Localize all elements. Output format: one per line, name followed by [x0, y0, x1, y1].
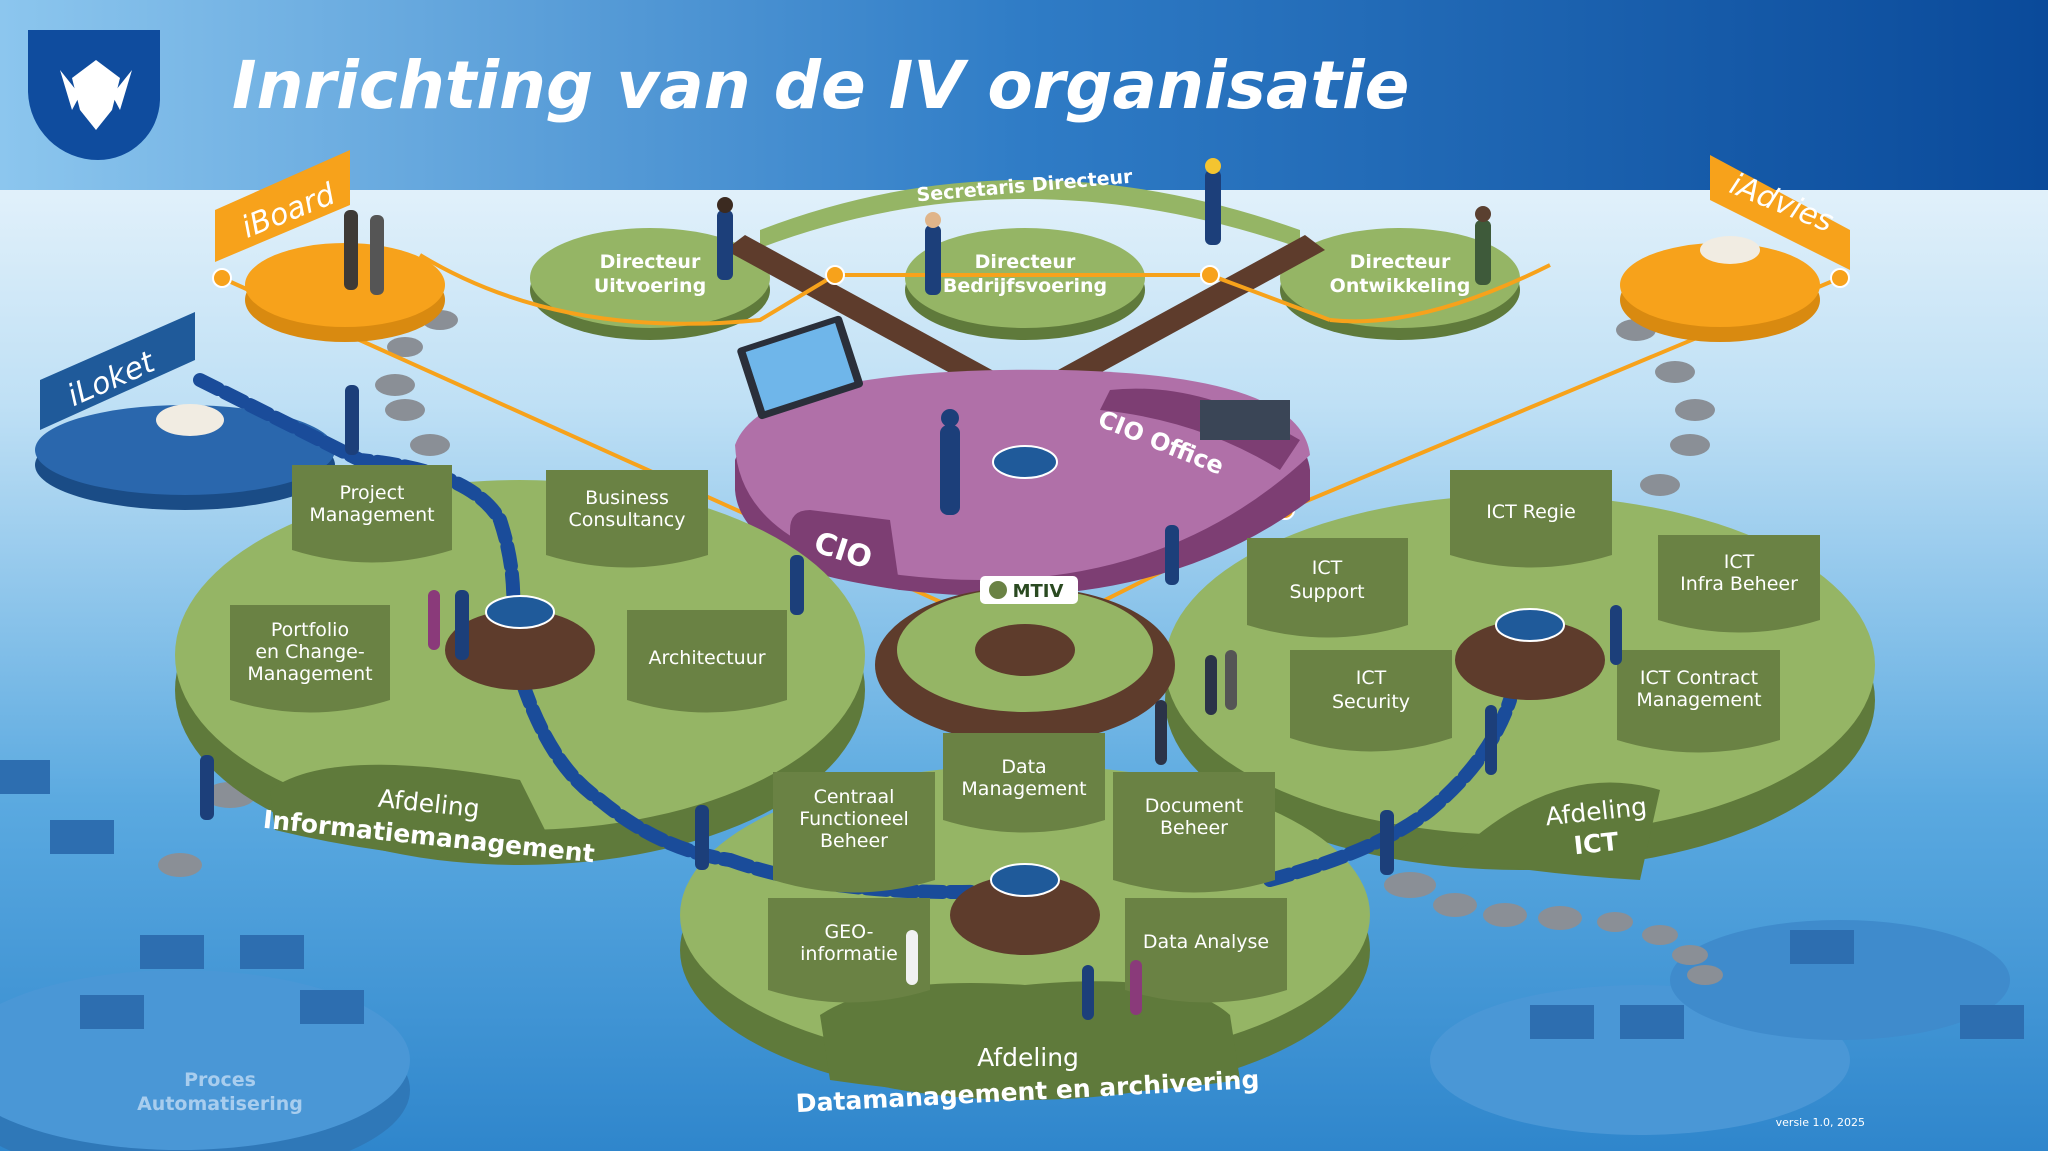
svg-text:Bedrijfsvoering: Bedrijfsvoering [943, 275, 1107, 297]
svg-text:ICT: ICT [1356, 667, 1387, 689]
unit-document-beheer: Document Beheer [1113, 772, 1275, 893]
svg-text:Consultancy: Consultancy [569, 509, 686, 531]
ict-units: ICT Regie ICT Support ICT Infra Beheer I… [1247, 470, 1820, 753]
unit-ict-support: ICT Support [1247, 538, 1408, 638]
svg-text:Support: Support [1289, 581, 1364, 603]
unit-ict-regie: ICT Regie [1450, 470, 1612, 568]
svg-text:en Change-: en Change- [255, 641, 364, 663]
svg-text:Management: Management [247, 663, 372, 685]
svg-text:Functioneel: Functioneel [799, 808, 908, 830]
svg-text:Management: Management [961, 778, 1086, 800]
svg-text:Security: Security [1332, 691, 1410, 713]
meeting-tables [156, 236, 1760, 955]
svg-text:Automatisering: Automatisering [137, 1093, 303, 1115]
svg-text:Proces: Proces [184, 1069, 256, 1091]
unit-geo-informatie: GEO- informatie [768, 898, 930, 1003]
svg-text:Beheer: Beheer [1160, 817, 1228, 839]
iadvies-platform [1620, 155, 1850, 342]
iloket-platform [35, 312, 335, 510]
people-figures [200, 158, 1622, 1020]
mtiv-center [875, 576, 1175, 743]
unit-centraal-functioneel-beheer: Centraal Functioneel Beheer [773, 772, 935, 893]
svg-text:Directeur: Directeur [600, 251, 701, 273]
background-islands [0, 760, 2024, 1151]
svg-text:Uitvoering: Uitvoering [594, 275, 706, 297]
unit-ict-infra-beheer: ICT Infra Beheer [1658, 535, 1820, 633]
proces-automatisering-label: Proces Automatisering [137, 1069, 303, 1115]
svg-text:Management: Management [1636, 689, 1761, 711]
svg-text:Management: Management [309, 504, 434, 526]
svg-text:informatie: informatie [800, 943, 898, 965]
unit-ict-security: ICT Security [1290, 650, 1452, 752]
page-title: Inrichting van de IV organisatie [232, 47, 1409, 124]
director-ontwikkeling: Directeur Ontwikkeling [1330, 251, 1471, 297]
unit-data-management: Data Management [943, 733, 1105, 833]
unit-data-analyse: Data Analyse [1125, 898, 1287, 1003]
svg-text:Afdeling: Afdeling [977, 1043, 1079, 1072]
im-units: Project Management Business Consultancy … [230, 465, 787, 713]
svg-text:ICT Regie: ICT Regie [1486, 501, 1576, 523]
svg-text:GEO-: GEO- [824, 921, 873, 943]
svg-text:ICT: ICT [1724, 551, 1755, 573]
svg-text:Portfolio: Portfolio [271, 619, 349, 641]
svg-text:Ontwikkeling: Ontwikkeling [1330, 275, 1471, 297]
svg-text:Data Analyse: Data Analyse [1143, 931, 1269, 953]
svg-text:ICT Contract: ICT Contract [1640, 667, 1758, 689]
unit-architectuur: Architectuur [627, 610, 787, 713]
logo [28, 30, 160, 161]
svg-text:ICT: ICT [1572, 827, 1619, 861]
unit-portfolio-change-management: Portfolio en Change- Management [230, 605, 390, 713]
svg-text:Document: Document [1145, 795, 1243, 817]
director-bedrijfsvoering: Directeur Bedrijfsvoering [943, 251, 1107, 297]
mtiv-label: MTIV [1013, 581, 1064, 602]
svg-text:Project: Project [339, 482, 404, 504]
unit-business-consultancy: Business Consultancy [546, 470, 708, 568]
svg-text:Architectuur: Architectuur [648, 647, 765, 669]
dm-units: Data Management Centraal Functioneel Beh… [768, 733, 1287, 1003]
director-uitvoering: Directeur Uitvoering [594, 251, 706, 297]
svg-text:Infra Beheer: Infra Beheer [1680, 573, 1798, 595]
svg-text:ICT: ICT [1312, 557, 1343, 579]
unit-project-management: Project Management [292, 465, 452, 563]
svg-text:Directeur: Directeur [1350, 251, 1451, 273]
mtiv-badge [980, 576, 1078, 604]
version-label: versie 1.0, 2025 [1776, 1116, 1865, 1129]
unit-ict-contract-management: ICT Contract Management [1617, 650, 1780, 753]
svg-text:Beheer: Beheer [820, 830, 888, 852]
svg-text:Data: Data [1001, 756, 1046, 778]
svg-text:Business: Business [585, 487, 669, 509]
svg-text:Centraal: Centraal [814, 786, 895, 808]
svg-text:Directeur: Directeur [975, 251, 1076, 273]
